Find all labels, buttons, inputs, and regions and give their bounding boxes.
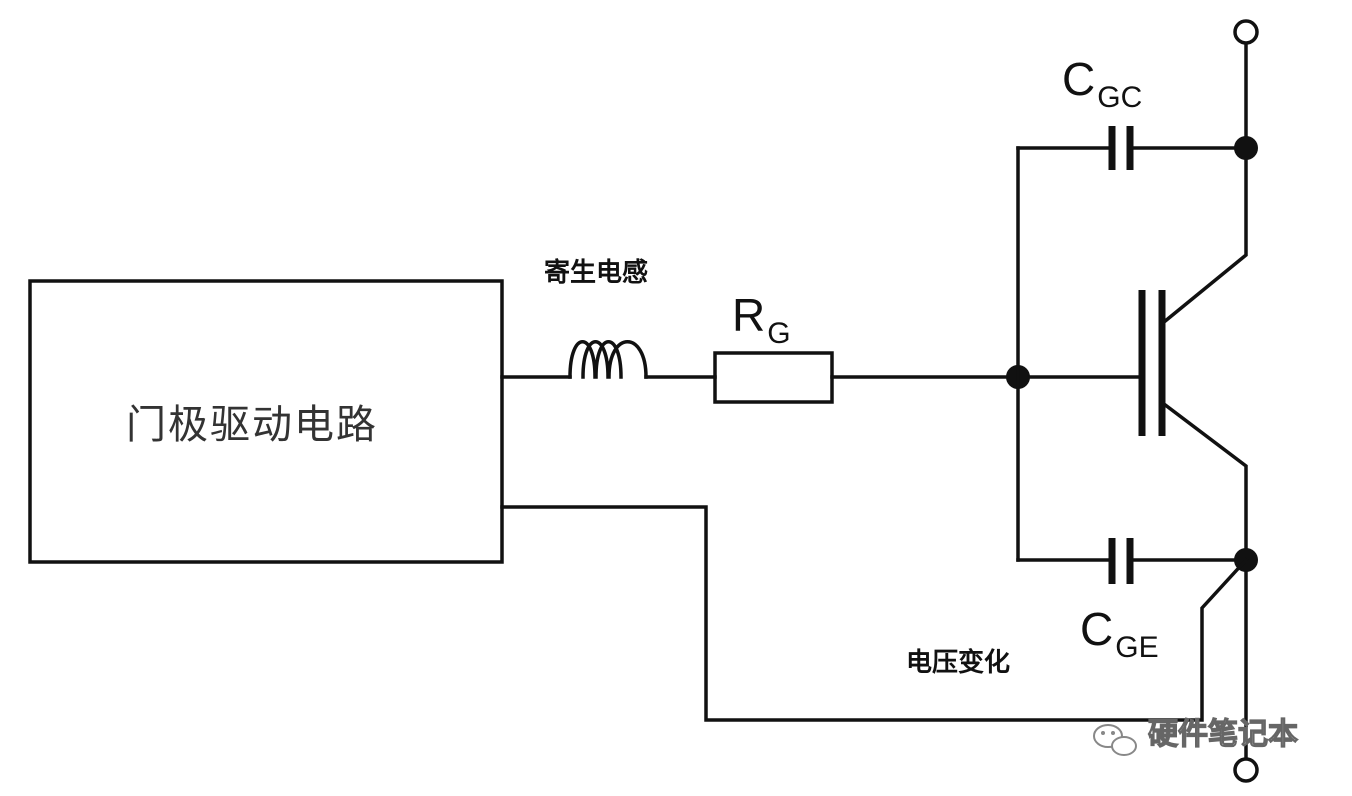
cge-label: CGE	[1080, 603, 1159, 663]
gate-driver-label: 门极驱动电路	[126, 402, 378, 448]
emitter-terminal	[1233, 757, 1259, 783]
cgc-label: CGC	[1062, 53, 1142, 113]
gate-resistor-symbol	[713, 351, 834, 404]
wechat-icon	[1093, 724, 1137, 756]
cgc-label-sub: GC	[1097, 81, 1143, 114]
cge-label-main: C	[1080, 603, 1114, 655]
gate-resistor-label-sub: G	[767, 317, 791, 350]
gate-resistor-label: RG	[732, 289, 791, 349]
igbt-collector-lead	[1161, 146, 1248, 325]
return-wire	[500, 505, 1249, 722]
gate-resistor-label-main: R	[732, 289, 766, 341]
parasitic-inductance-label: 寄生电感	[544, 258, 649, 288]
collector-terminal	[1233, 19, 1259, 45]
gate-driver-block	[28, 279, 504, 564]
igbt-emitter-lead	[1161, 401, 1248, 562]
cgc-label-main: C	[1062, 53, 1096, 105]
watermark-text: 硬件笔记本	[1147, 717, 1298, 752]
parasitic-inductor-symbol	[568, 340, 648, 379]
voltage-change-label: 电压变化	[906, 648, 1011, 678]
cge-label-sub: GE	[1115, 631, 1159, 664]
collector-node	[1234, 136, 1258, 160]
